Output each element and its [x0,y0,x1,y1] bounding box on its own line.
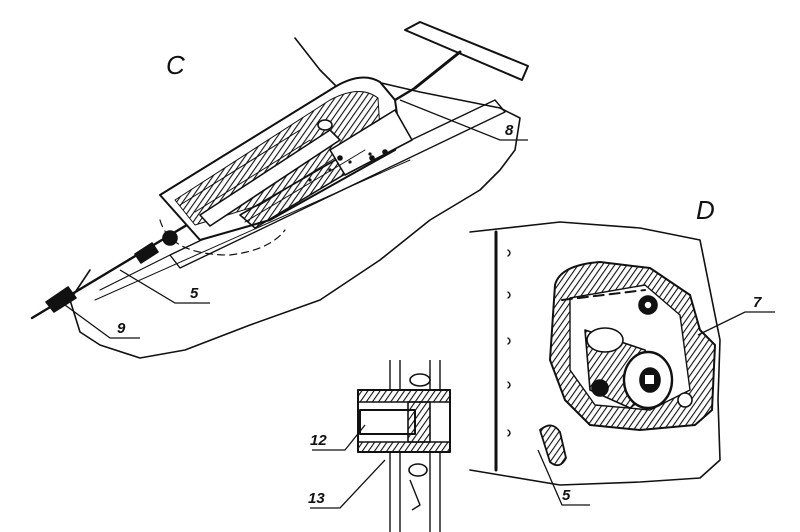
callout-9: 9 [117,320,126,337]
callout-8: 8 [505,122,514,139]
view-d-leaders [537,311,775,506]
section-leaders [310,424,386,509]
section-detail-drawing [357,360,451,532]
section-bushing [359,409,416,435]
view-d-drawing [469,221,721,486]
callout-7: 7 [753,294,762,311]
view-d-rivet-column [507,249,511,437]
view-c-leaders [64,99,528,339]
view-label-c: C [166,50,185,80]
rivet-row [308,152,372,182]
slide-bar [199,129,341,227]
view-d-panel-outline [469,221,721,486]
view-label-d: D [696,195,715,225]
t-handle [404,21,529,90]
view-c-drawing [30,21,529,359]
callout-13: 13 [308,490,325,507]
shaft-cylinder [584,295,693,410]
callout-5-view-d: 5 [562,487,571,504]
rod-end-fitting [45,286,77,313]
locking-pin [539,424,567,467]
callout-5-view-c: 5 [190,285,199,302]
callout-12: 12 [310,432,327,449]
